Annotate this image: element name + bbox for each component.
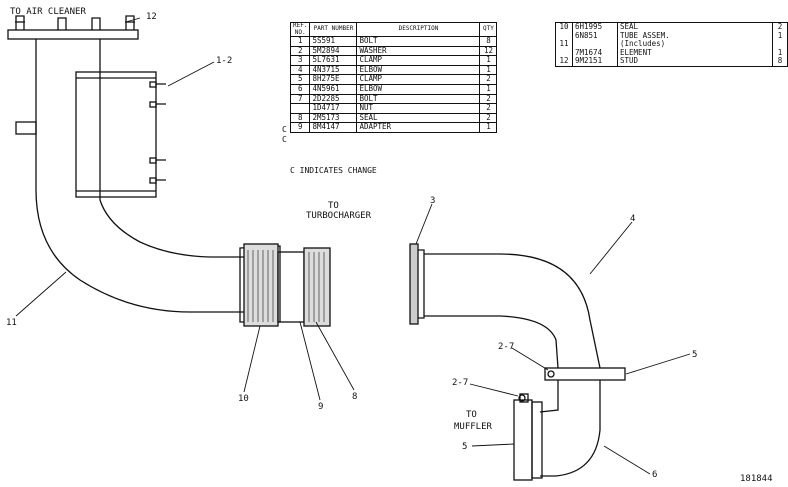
part-number-cell: 7M1674 (572, 48, 618, 58)
callout-2-7-upper: 2-7 (498, 342, 515, 352)
turbocharger-label: TURBOCHARGER (306, 211, 372, 221)
callout-10: 10 (238, 394, 249, 404)
callout-8: 8 (352, 392, 358, 402)
header-part-number: PART NUMBER (309, 22, 358, 37)
qty-cell: 1 (772, 48, 788, 58)
to-label-turbo: TO (328, 201, 339, 211)
description-cell: BOLT (356, 93, 481, 105)
to-air-cleaner-label: TO AIR CLEANER (10, 7, 86, 17)
qty-cell (772, 40, 788, 49)
table-row: 11 (Includes) (555, 39, 788, 49)
ref-cell: 3 (289, 55, 311, 66)
clamp-part-3 (409, 243, 425, 325)
callout-3: 3 (430, 196, 436, 206)
ref-cell: 6 (289, 83, 311, 95)
ref-cell (555, 31, 573, 41)
to-label-muffler: TO (466, 410, 477, 420)
description-cell: ELEMENT (620, 47, 652, 57)
leader-lines (15, 17, 691, 475)
tube-assembly-part-11 (7, 15, 248, 313)
description-cell: CLAMP (356, 55, 481, 66)
description-cell: BOLT (356, 36, 481, 47)
callout-12: 12 (146, 12, 157, 22)
header-qty: QTY (479, 22, 498, 37)
callout-11: 11 (6, 318, 17, 328)
qty-cell: 8 (772, 57, 788, 67)
qty-cell: 1 (479, 83, 498, 95)
ref-cell (555, 48, 573, 58)
description-cell: (Includes) (620, 39, 666, 49)
clamp-part-5-lower (513, 393, 533, 481)
elbow-part-4 (424, 253, 601, 369)
part-number-cell: 5L7631 (309, 55, 358, 66)
part-number-cell: 6H1995 (572, 22, 618, 32)
part-number-cell: 1D4717 (309, 103, 358, 114)
callout-4: 4 (630, 214, 636, 224)
change-marker: C (282, 124, 287, 134)
callout-5-upper: 5 (692, 350, 698, 360)
description-cell: SEAL (620, 22, 639, 31)
callout-1-2: 1-2 (216, 56, 233, 66)
qty-cell: 2 (479, 103, 498, 114)
clamp-part-5-upper (544, 367, 626, 381)
part-number-cell: 6N851 (572, 31, 618, 41)
figure-number: 181844 (740, 474, 773, 484)
description-cell: TUBE ASSEM. (620, 30, 670, 40)
part-number-cell: 8M4147 (309, 122, 358, 133)
elbow-part-6 (531, 380, 601, 479)
callout-2-7-lower: 2-7 (452, 378, 469, 388)
qty-cell: 1 (479, 122, 498, 133)
ref-cell: 7 (289, 93, 311, 105)
description-cell: NUT (356, 103, 481, 114)
ref-cell: 12 (555, 57, 573, 67)
part-number-cell: 5S591 (309, 36, 358, 47)
ref-cell: 1 (289, 36, 311, 47)
part-number-cell: 9M2151 (572, 57, 618, 67)
qty-cell: 2 (772, 22, 788, 32)
header-ref-no: REF. NO. (289, 22, 311, 37)
header-description: DESCRIPTION (356, 22, 481, 37)
ref-cell: 10 (555, 22, 573, 32)
ref-cell: 9 (289, 122, 311, 133)
change-marker: C (282, 135, 287, 145)
qty-cell: 8 (479, 36, 498, 47)
qty-cell: 1 (772, 31, 788, 41)
description-cell: ADAPTER (356, 122, 481, 133)
callout-6: 6 (652, 470, 658, 480)
part-number-cell: 4N5961 (309, 83, 358, 95)
description-cell: STUD (620, 56, 639, 66)
callout-9: 9 (318, 402, 324, 412)
description-cell: ELBOW (356, 83, 481, 95)
muffler-label: MUFFLER (454, 422, 492, 432)
qty-cell: 1 (479, 55, 498, 66)
part-number-cell (572, 40, 618, 49)
ref-cell (289, 103, 311, 114)
change-footnote: C INDICATES CHANGE (290, 166, 377, 175)
adapter-assembly-parts-8-9-10 (239, 243, 331, 327)
ref-cell: 11 (555, 40, 573, 49)
callout-5-lower: 5 (462, 442, 468, 452)
